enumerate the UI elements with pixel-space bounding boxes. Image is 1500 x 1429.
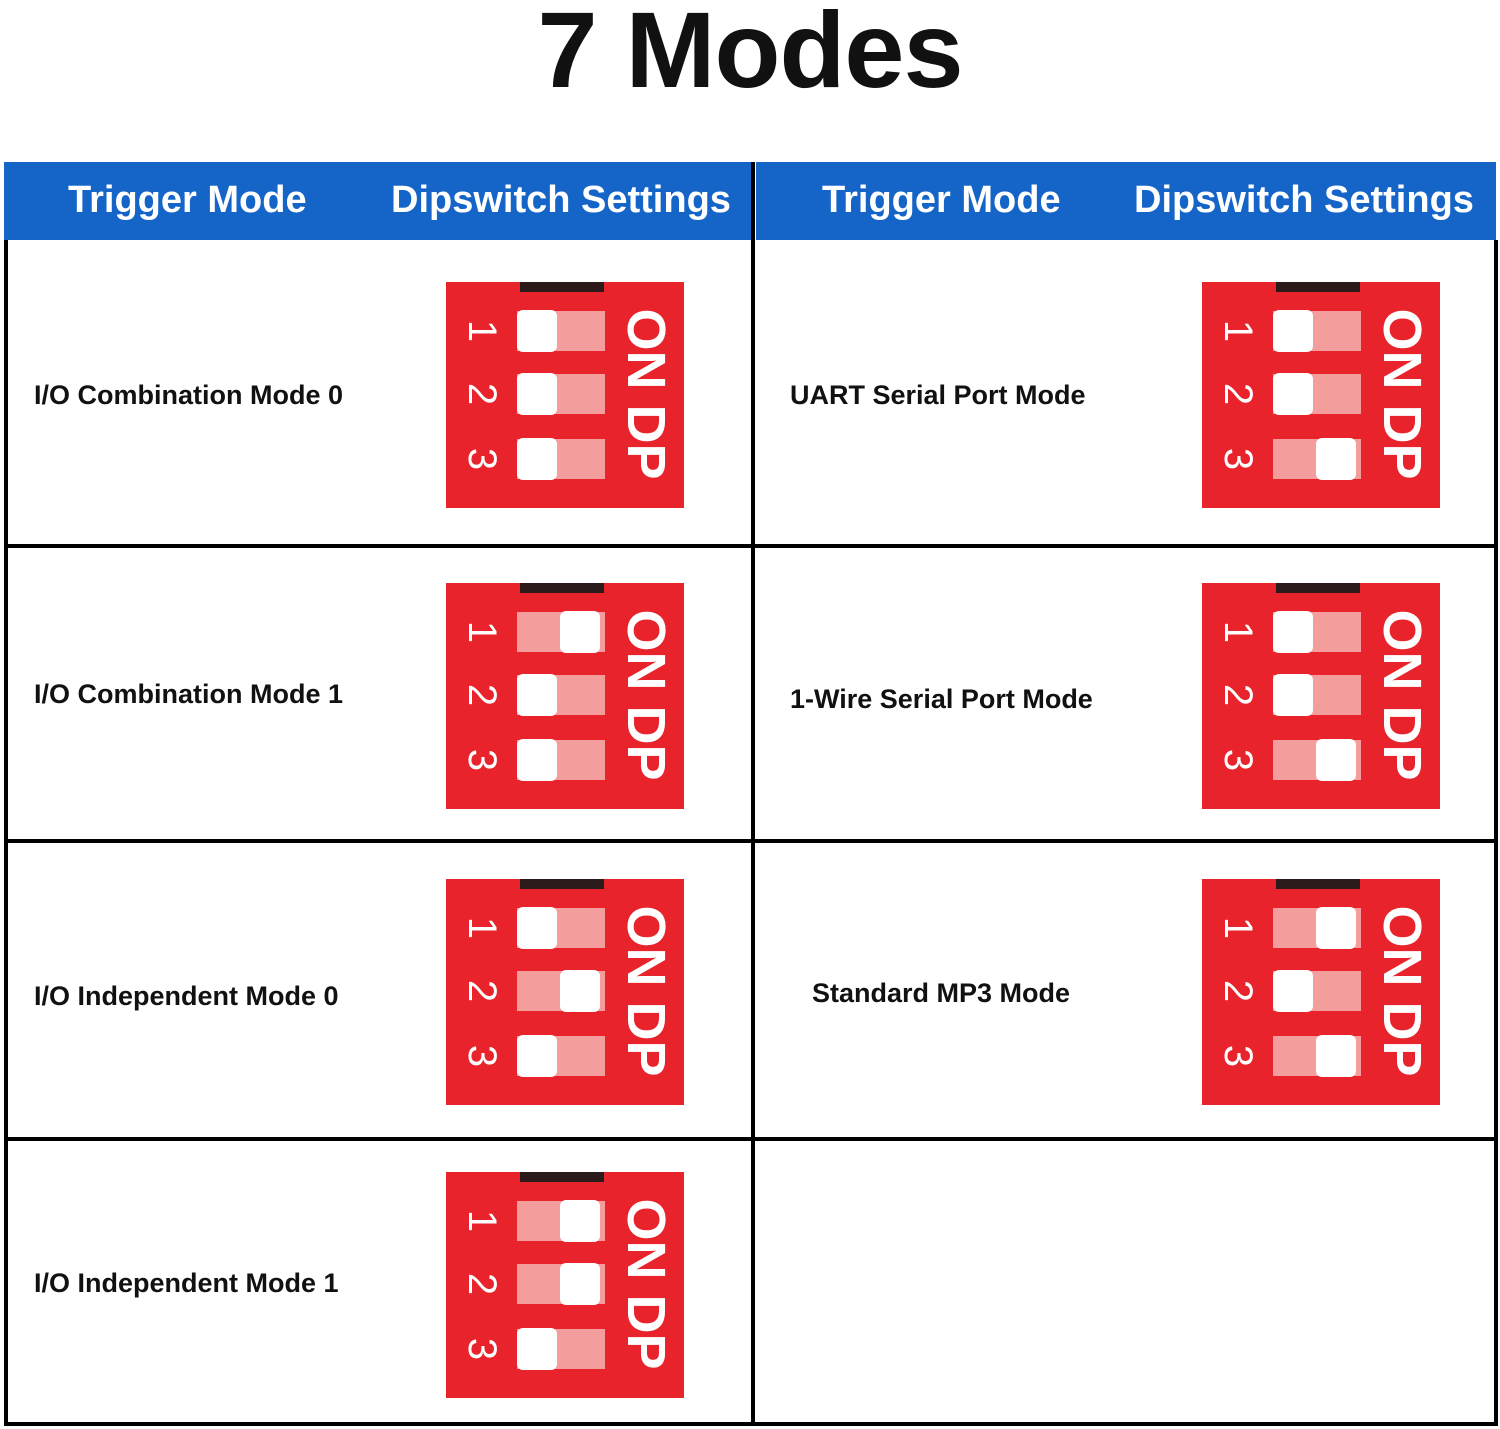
switch-toggle-on: [1273, 310, 1313, 352]
dip-notch: [520, 583, 604, 593]
header-dipswitch-settings: Dipswitch Settings: [391, 179, 731, 221]
switch-number: 3: [460, 1045, 504, 1067]
dip-switch: 1 2 3 ON DP: [446, 879, 684, 1105]
switch-toggle-on: [517, 1328, 557, 1370]
header-trigger-mode: Trigger Mode: [68, 179, 307, 221]
switch-number: 2: [460, 383, 504, 405]
switch-number: 3: [460, 749, 504, 771]
switch-toggle-on: [517, 373, 557, 415]
table-border-left: [4, 240, 8, 1426]
header-dipswitch-settings: Dipswitch Settings: [1134, 179, 1474, 221]
switch-toggle-on: [1273, 611, 1313, 653]
switch-toggle-off: [560, 970, 600, 1012]
dip-switch: 1 2 3 ON DP: [446, 583, 684, 809]
column-divider: [751, 162, 755, 1426]
switch-number: 2: [1216, 383, 1260, 405]
dip-switch: 1 2 3 ON DP: [1202, 583, 1440, 809]
switch-toggle-on: [1273, 674, 1313, 716]
dip-on-dp-label: ON DP: [616, 905, 676, 1076]
dip-notch: [1276, 879, 1360, 889]
dip-switch: 1 2 3 ON DP: [446, 1172, 684, 1398]
mode-name: I/O Combination Mode 1: [34, 679, 343, 709]
switch-toggle-on: [517, 739, 557, 781]
switch-toggle-off: [1316, 907, 1356, 949]
switch-toggle-on: [517, 438, 557, 480]
dip-on-dp-label: ON DP: [616, 1198, 676, 1369]
dip-notch: [1276, 583, 1360, 593]
switch-number: 3: [460, 448, 504, 470]
switch-toggle-on: [1273, 970, 1313, 1012]
dip-notch: [520, 879, 604, 889]
switch-toggle-on: [1273, 373, 1313, 415]
mode-name: I/O Independent Mode 1: [34, 1268, 339, 1298]
mode-name: 1-Wire Serial Port Mode: [790, 684, 1093, 714]
mode-name: UART Serial Port Mode: [790, 380, 1086, 410]
switch-number: 2: [1216, 980, 1260, 1002]
switch-number: 3: [460, 1338, 504, 1360]
table-header-left: Trigger Mode Dipswitch Settings: [4, 162, 752, 240]
switch-number: 3: [1216, 749, 1260, 771]
dip-on-dp-label: ON DP: [1372, 308, 1432, 479]
switch-toggle-off: [1316, 1035, 1356, 1077]
mode-name: I/O Independent Mode 0: [34, 981, 339, 1011]
dip-notch: [1276, 282, 1360, 292]
switch-toggle-off: [1316, 438, 1356, 480]
dip-switch: 1 2 3 ON DP: [1202, 879, 1440, 1105]
switch-number: 2: [460, 1273, 504, 1295]
dip-switch: 1 2 3 ON DP: [1202, 282, 1440, 508]
switch-toggle-off: [560, 1263, 600, 1305]
switch-toggle-on: [517, 907, 557, 949]
switch-toggle-on: [517, 674, 557, 716]
dip-on-dp-label: ON DP: [1372, 905, 1432, 1076]
switch-number: 1: [460, 320, 504, 342]
switch-number: 1: [1216, 917, 1260, 939]
switch-number: 1: [1216, 621, 1260, 643]
switch-number: 1: [460, 621, 504, 643]
switch-toggle-off: [560, 1200, 600, 1242]
switch-number: 2: [460, 684, 504, 706]
header-trigger-mode: Trigger Mode: [822, 179, 1061, 221]
table-header-right: Trigger Mode Dipswitch Settings: [756, 162, 1496, 240]
mode-name: I/O Combination Mode 0: [34, 380, 343, 410]
switch-number: 1: [460, 917, 504, 939]
page-title: 7 Modes: [537, 0, 963, 110]
switch-toggle-off: [560, 611, 600, 653]
switch-toggle-on: [517, 310, 557, 352]
switch-number: 1: [460, 1210, 504, 1232]
dip-on-dp-label: ON DP: [616, 609, 676, 780]
dip-notch: [520, 1172, 604, 1182]
switch-toggle-on: [517, 1035, 557, 1077]
switch-number: 2: [1216, 684, 1260, 706]
dip-on-dp-label: ON DP: [1372, 609, 1432, 780]
switch-number: 3: [1216, 1045, 1260, 1067]
switch-number: 1: [1216, 320, 1260, 342]
dip-on-dp-label: ON DP: [616, 308, 676, 479]
dip-notch: [520, 282, 604, 292]
dip-switch: 1 2 3 ON DP: [446, 282, 684, 508]
switch-toggle-off: [1316, 739, 1356, 781]
switch-number: 3: [1216, 448, 1260, 470]
mode-name: Standard MP3 Mode: [812, 978, 1071, 1008]
table-border-right: [1494, 240, 1498, 1426]
switch-number: 2: [460, 980, 504, 1002]
